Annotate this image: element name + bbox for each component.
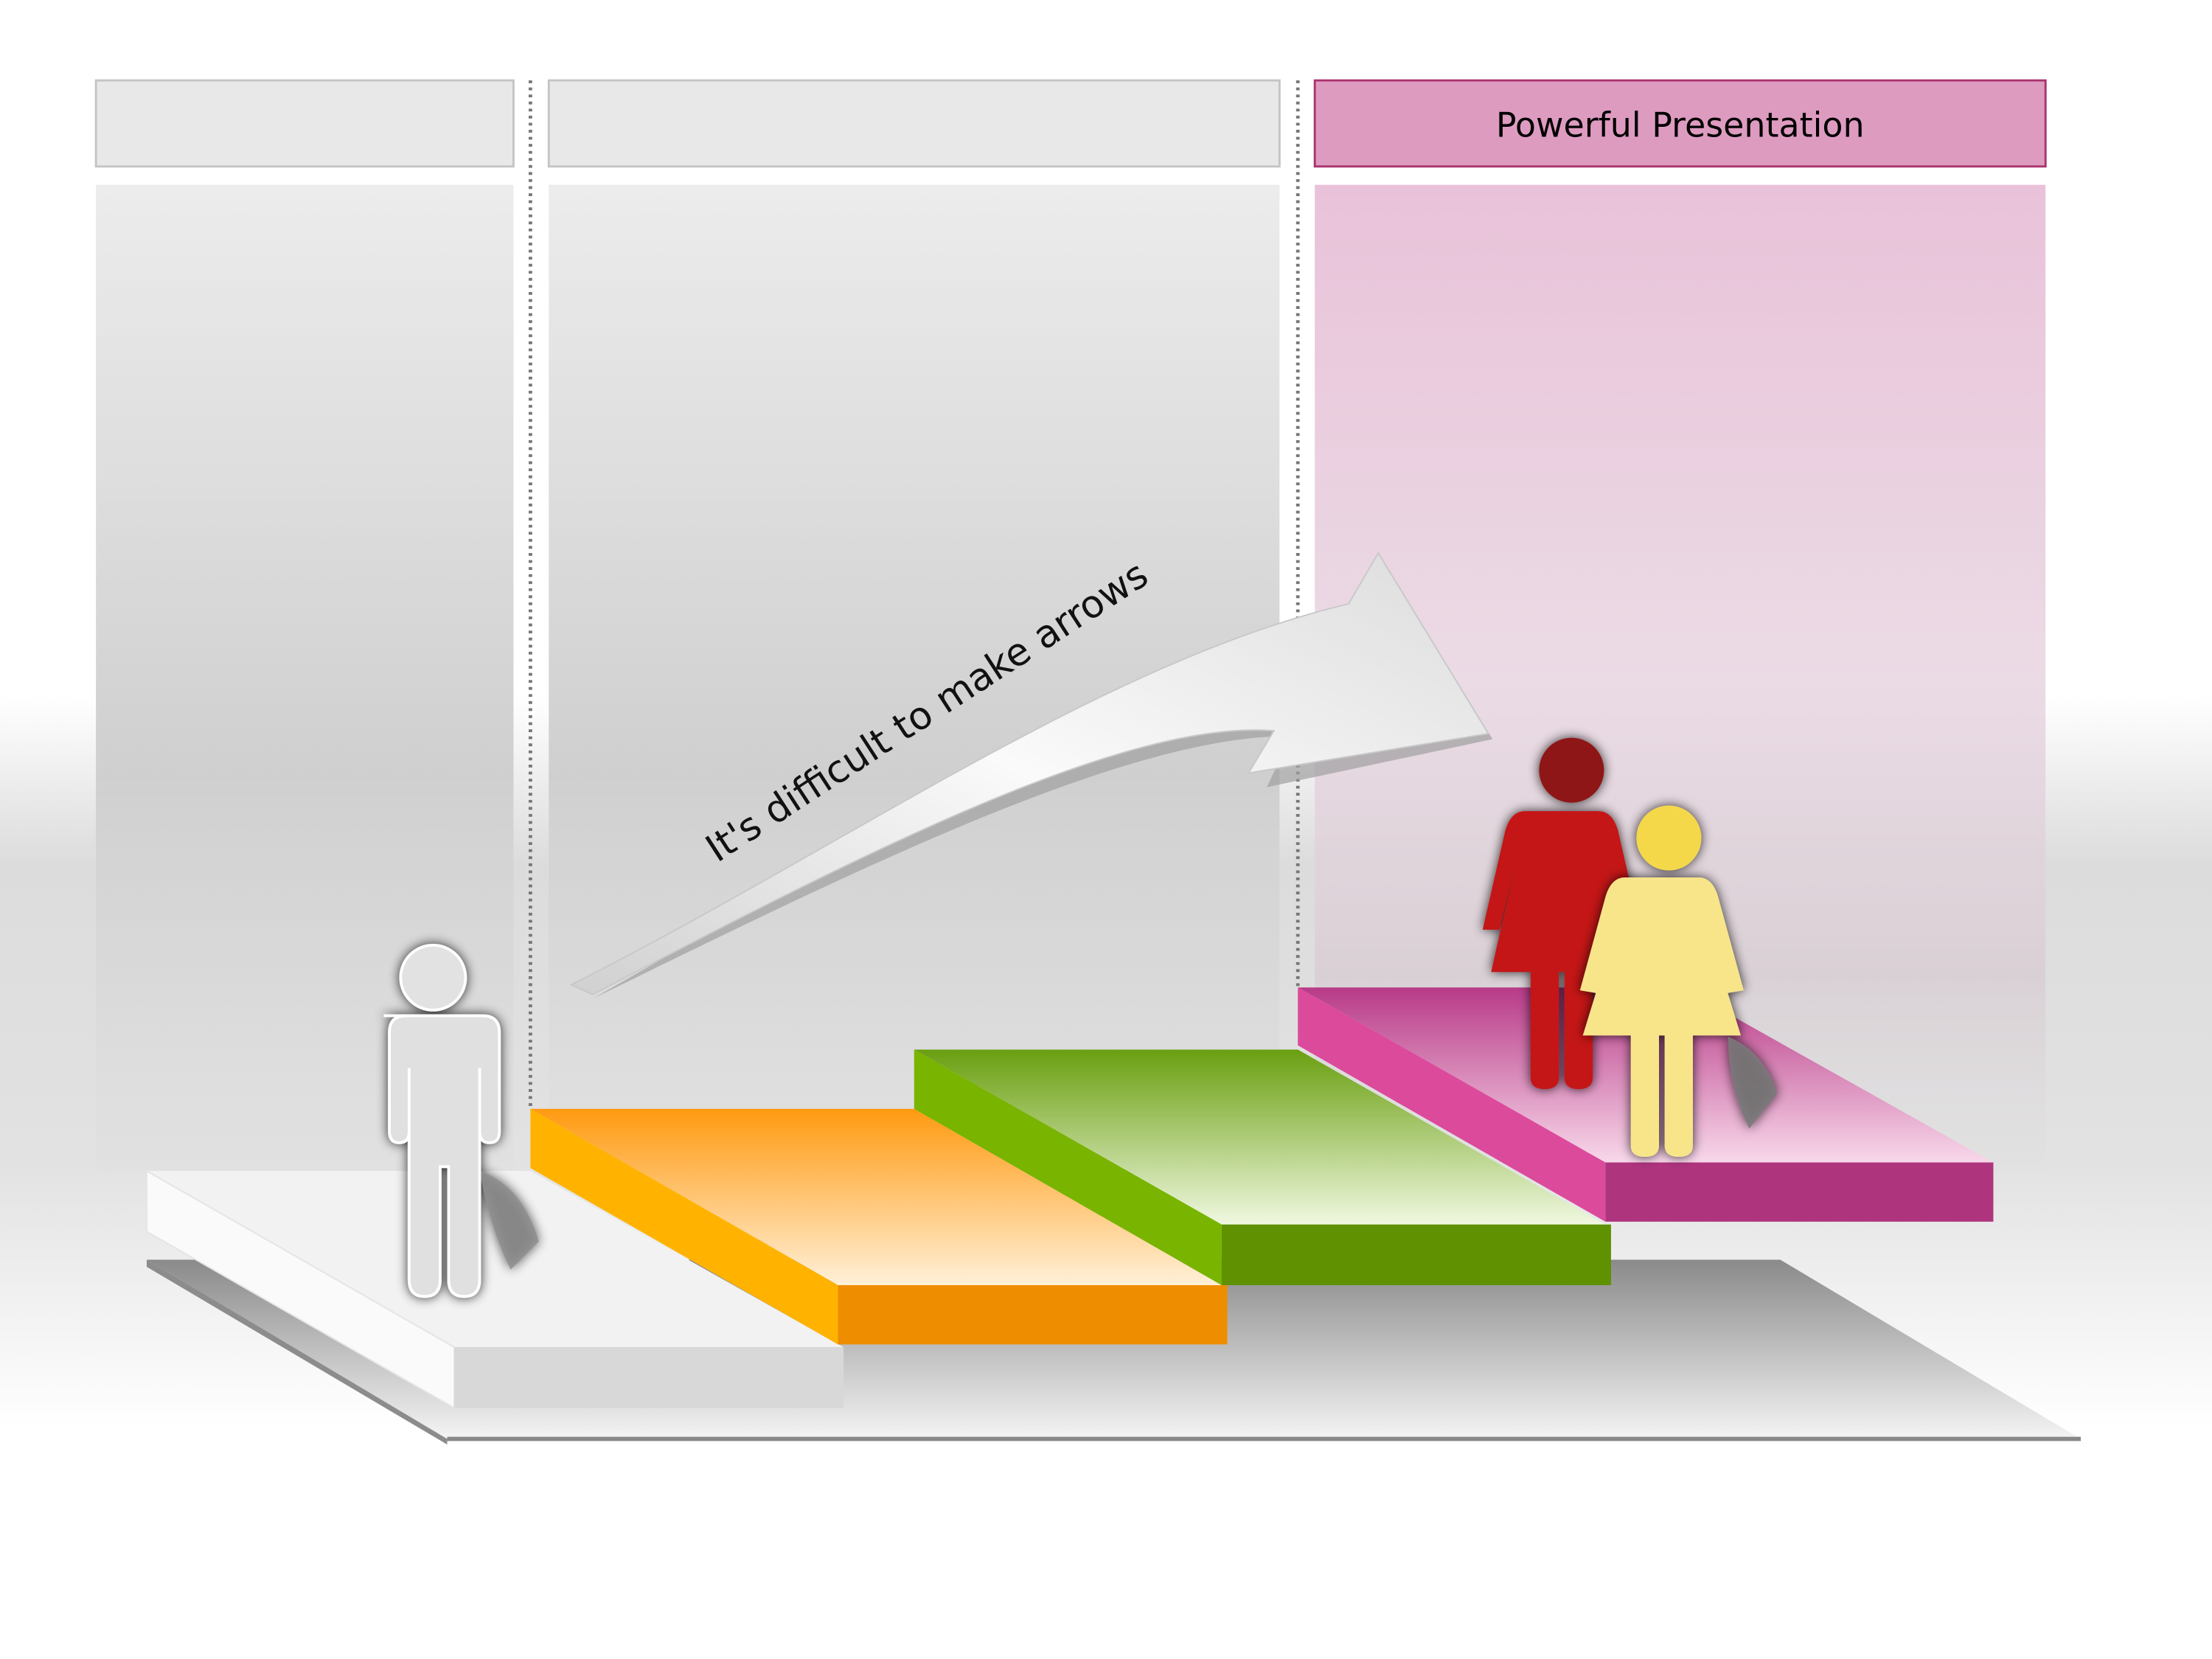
base-platform-left-edge bbox=[146, 1259, 448, 1445]
column-3-header-label: Powerful Presentation bbox=[1496, 105, 1865, 145]
woman-figure-red-icon bbox=[1482, 737, 1641, 1090]
step-orange bbox=[530, 1108, 1228, 1345]
step-white bbox=[146, 1169, 844, 1410]
step-green bbox=[914, 1049, 1611, 1285]
column-3-header: Powerful Presentation bbox=[1313, 79, 2047, 168]
column-1-header bbox=[94, 79, 515, 168]
man-figure-icon bbox=[383, 943, 539, 1298]
woman-figure-yellow-icon bbox=[1579, 805, 1778, 1157]
column-2-header bbox=[547, 79, 1281, 168]
